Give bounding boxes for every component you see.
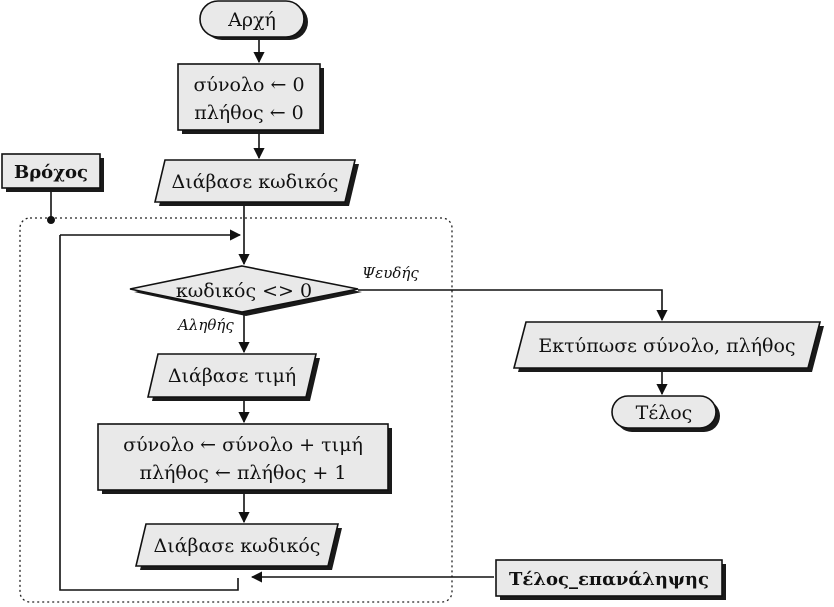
- connectors: [47, 38, 668, 591]
- update-process-box: σύνολο ← σύνολο + τιμή πλήθος ← πλήθος +…: [97, 423, 392, 494]
- end-label: Τέλος: [636, 402, 693, 424]
- print-label: Εκτύπωσε σύνολο, πλήθος: [538, 335, 795, 357]
- loop-callout: Βρόχος: [1, 153, 104, 192]
- loop-region-border: [19, 217, 453, 603]
- read-code-first-label: Διάβασε κωδικός: [172, 171, 339, 193]
- end-loop-callout-label: Τέλος_επανάληψης: [509, 569, 709, 590]
- update-line-2: πλήθος ← πλήθος + 1: [140, 462, 347, 484]
- read-code-loop-box: Διάβασε κωδικός: [134, 523, 342, 570]
- read-code-loop-label: Διάβασε κωδικός: [154, 535, 321, 557]
- update-line-1: σύνολο ← σύνολο + τιμή: [123, 434, 363, 456]
- start-terminal: Αρχή: [199, 0, 308, 40]
- end-loop-callout: Τέλος_επανάληψης: [495, 559, 726, 600]
- false-branch-label: Ψευδής: [362, 264, 419, 282]
- arrow-loop-back-path: [59, 235, 239, 591]
- condition-label: κωδικός <> 0: [176, 280, 312, 302]
- init-line-1: σύνολο ← 0: [193, 74, 304, 96]
- init-process-box: σύνολο ← 0 πλήθος ← 0: [177, 63, 324, 134]
- read-code-first-box: Διάβασε κωδικός: [153, 159, 359, 206]
- end-terminal: Τέλος: [611, 395, 720, 432]
- arrow-condition-false: [358, 289, 668, 322]
- start-label: Αρχή: [227, 9, 276, 31]
- init-line-2: πλήθος ← 0: [194, 102, 304, 124]
- loop-label-pointer-dot: [47, 216, 55, 224]
- true-branch-label: Αληθής: [176, 316, 234, 334]
- print-output-box: Εκτύπωσε σύνολο, πλήθος: [512, 321, 824, 372]
- decision-diamond: κωδικός <> 0: [129, 265, 362, 316]
- read-value-label: Διάβασε τιμή: [168, 365, 296, 387]
- read-value-box: Διάβασε τιμή: [146, 353, 320, 401]
- loop-callout-label: Βρόχος: [14, 162, 88, 183]
